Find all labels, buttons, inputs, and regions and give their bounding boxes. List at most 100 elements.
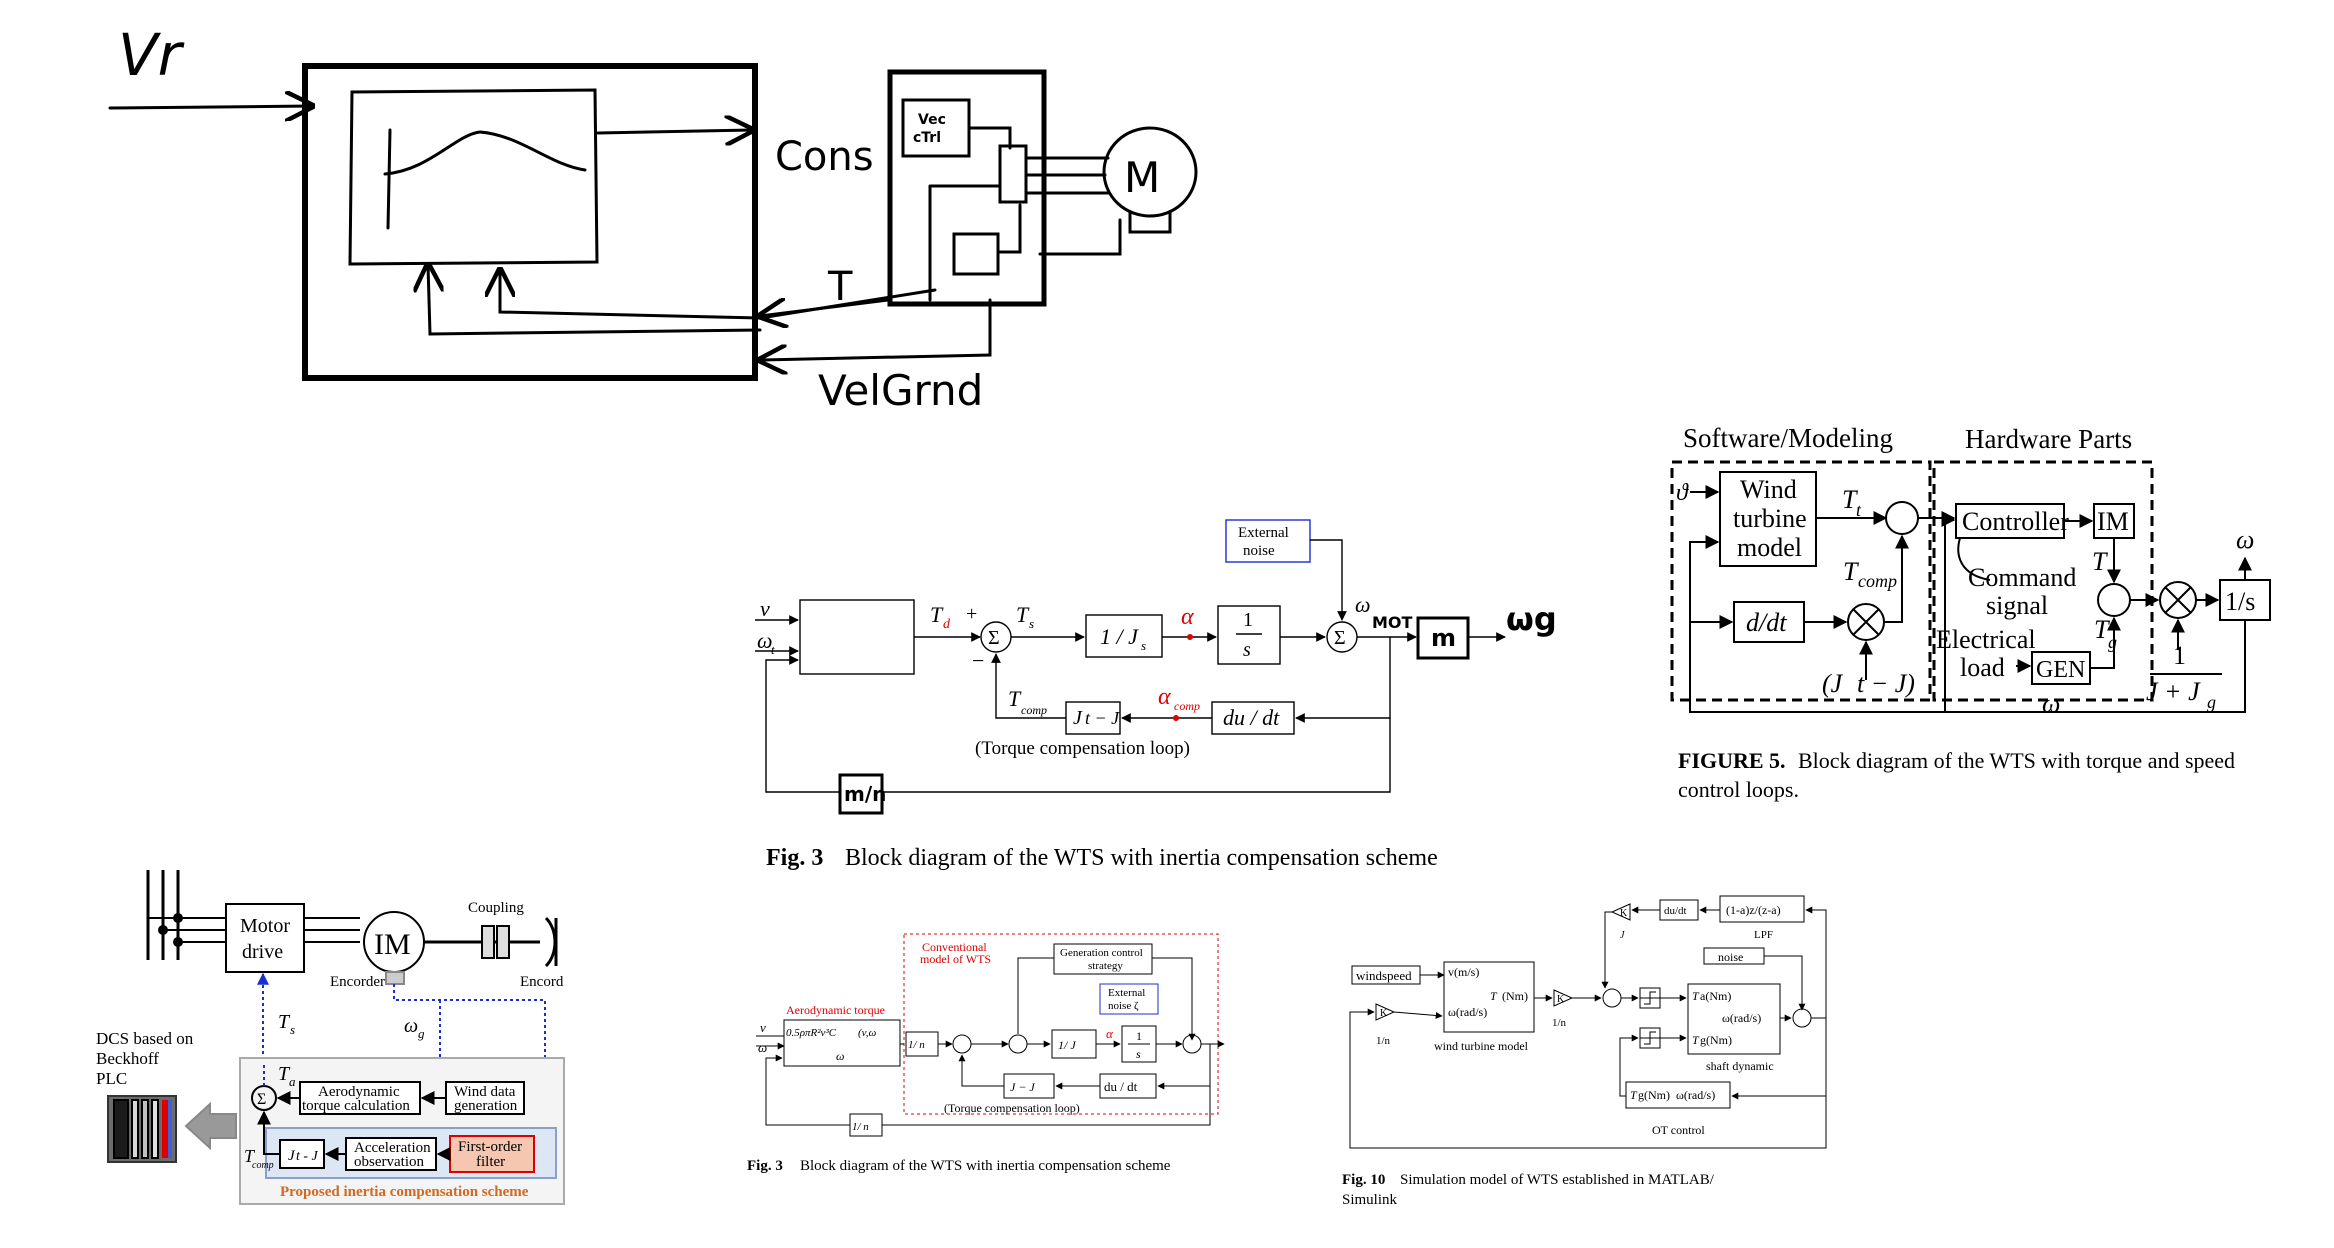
- fig5-tt-label: T: [1842, 485, 1858, 514]
- fig3s-caption-bold: Fig. 3: [747, 1158, 783, 1174]
- fig3s-jt-to-sum: [958, 1054, 1004, 1087]
- fig10-k1: [1375, 1003, 1396, 1021]
- fig3s-gen-ctrl-lines: [1017, 957, 1192, 1040]
- fig10-ot-tg-tail: g(Nm): [1638, 1088, 1670, 1102]
- hw-accel-2: observation: [354, 1154, 424, 1170]
- hw-tcomp-sub: comp: [252, 1160, 274, 1171]
- fig5-tcomp-label: T: [1843, 557, 1859, 586]
- fig5-wind-model-3: model: [1737, 533, 1802, 562]
- fig3-tcomp-label: T: [1008, 686, 1022, 711]
- fig10-turbine-block: [1443, 961, 1535, 1033]
- fig5-im-label: IM: [2097, 507, 2129, 536]
- fig10-vms: v(m/s): [1448, 965, 1479, 979]
- fig3s-comp-loop: [1157, 1044, 1211, 1090]
- hw-big-arrow: [184, 1101, 237, 1151]
- fig3-alpha-label: α: [1181, 604, 1194, 630]
- fig10-sum2-out: [1805, 906, 1827, 1019]
- fig3-feedback: [882, 718, 1391, 793]
- fig5-controller-label: Controller: [1962, 507, 2069, 536]
- fig10-k1-label: K: [1380, 1008, 1388, 1019]
- fig10-noise-label: noise: [1718, 950, 1743, 964]
- sketch-vecctrl-line1: Vec: [918, 112, 946, 128]
- fig5-electrical-1: Electrical: [1936, 625, 2036, 654]
- fig3s-ng-label: 1/ n: [908, 1039, 925, 1051]
- hw-tcomp-label: T: [244, 1146, 256, 1166]
- fig5-caption-2: control loops.: [1678, 777, 1799, 802]
- fig3-noise-block: [1225, 519, 1311, 563]
- hw-accel-block: [345, 1137, 437, 1171]
- sketch-vecctrl-box: [901, 98, 971, 158]
- fig3-comp-tap: [1295, 637, 1391, 723]
- hw-aero-block: [299, 1081, 421, 1115]
- fig5-gain-num: 1: [2173, 641, 2186, 670]
- hw-motor-drive-2: drive: [242, 941, 283, 963]
- fig10-k3-down: [1601, 911, 1612, 989]
- fig5-hardware-label: Hardware Parts: [1965, 424, 2132, 454]
- sketch-t-arrow: [760, 300, 890, 316]
- sketch-t-label: T: [827, 264, 853, 310]
- fig10-turbine-label: wind turbine model: [1434, 1039, 1529, 1053]
- fig5-ddt-label: d/dt: [1746, 608, 1787, 637]
- fig10-omega-to-ot: [1731, 1018, 1827, 1100]
- fig10-caption-2: Simulink: [1342, 1192, 1398, 1208]
- sketch-inverter-box: [998, 144, 1028, 204]
- fig10-ta-tail: (Nm): [1502, 989, 1528, 1003]
- fig5-command-curve: [1957, 537, 1991, 581]
- fig3s-loop-label: (Torque compensation loop): [944, 1101, 1080, 1115]
- sketch-vecctrl-line2: cTrl: [913, 130, 941, 146]
- fig3s-alpha: α: [1106, 1026, 1114, 1041]
- fig5-tt-sub: t: [1856, 500, 1862, 520]
- fig3-alpha-comp-sub: comp: [1174, 699, 1200, 713]
- fig5-software-label: Software/Modeling: [1683, 423, 1893, 453]
- sketch-curve: [383, 128, 587, 230]
- fig3-input-omega-sub: t: [771, 642, 775, 657]
- hw-coupling-right: [496, 925, 510, 959]
- fig10-shaft-block: [1687, 983, 1781, 1055]
- fig5-jtj-tail: t − J): [1857, 669, 1915, 698]
- sketch-vr-label: Vr: [118, 21, 185, 89]
- hw-drive-to-im: [304, 917, 360, 943]
- fig3s-formula-tail: (v,ω: [858, 1027, 876, 1039]
- fig10-omega: ω(rad/s): [1448, 1005, 1487, 1019]
- fig10-k3-label: K: [1620, 908, 1628, 919]
- hw-motor-drive-block: [225, 903, 305, 973]
- fig5-mult1-x: [1852, 608, 1880, 636]
- fig3-omega-g: ωg: [1506, 600, 1557, 638]
- fig3s-integ-den: s: [1136, 1047, 1141, 1061]
- fig3-noise-line2: noise: [1243, 543, 1275, 559]
- fig5-command-2: signal: [1986, 591, 2048, 620]
- fig3-m-block: [1416, 616, 1470, 660]
- hw-grid-lines: [146, 870, 180, 960]
- hw-sum-symbol: Σ: [257, 1091, 266, 1108]
- fig5-tg-sub: g: [2108, 632, 2117, 652]
- hw-wind-1: Wind data: [454, 1084, 516, 1100]
- hw-encoder-right: Encord: [520, 974, 564, 990]
- fig3-noise-line1: External: [1238, 525, 1289, 541]
- fig10-windspeed-label: windspeed: [1356, 968, 1412, 983]
- fig3-alpha-dot: [1187, 634, 1193, 640]
- fig3-aero-block: [799, 599, 915, 675]
- fig5-mult1-out: [1884, 534, 1909, 623]
- fig3-m-label: m: [1431, 624, 1456, 652]
- fig10-k2: [1553, 989, 1574, 1007]
- fig3s-input-lines: [756, 1035, 784, 1046]
- fig3-jt-js-label: J: [1073, 707, 1083, 729]
- fig5-electrical-2: load: [1960, 653, 2005, 682]
- fig3-mn-label: m/n: [844, 782, 886, 806]
- fig3s-omega-t: ω: [836, 1049, 844, 1063]
- sketch-cons-label: Cons: [775, 134, 874, 180]
- fig5-command-1: Command: [1968, 563, 2076, 592]
- fig5-gen-label: GEN: [2036, 657, 2085, 683]
- fig10-ot-to-sat2: [1619, 1034, 1639, 1097]
- hw-filter-block: [449, 1135, 535, 1173]
- fig5-omega-out-label: ω: [2236, 525, 2254, 554]
- fig10-shaft-ta-tail: a(Nm): [1700, 989, 1731, 1003]
- fig3s-feedback: [765, 1058, 1211, 1126]
- fig3-inv-js-sub: s: [1141, 638, 1146, 653]
- fig5-wind-model-2: turbine: [1733, 504, 1807, 533]
- hw-coupling-label: Coupling: [468, 900, 524, 916]
- hw-grid-taps: [148, 917, 226, 943]
- fig3-jt-js-tail: t − J: [1085, 708, 1120, 728]
- fig5-gain-den-sub: g: [2207, 692, 2216, 712]
- fig10-caption-1: Simulation model of WTS established in M…: [1400, 1172, 1715, 1188]
